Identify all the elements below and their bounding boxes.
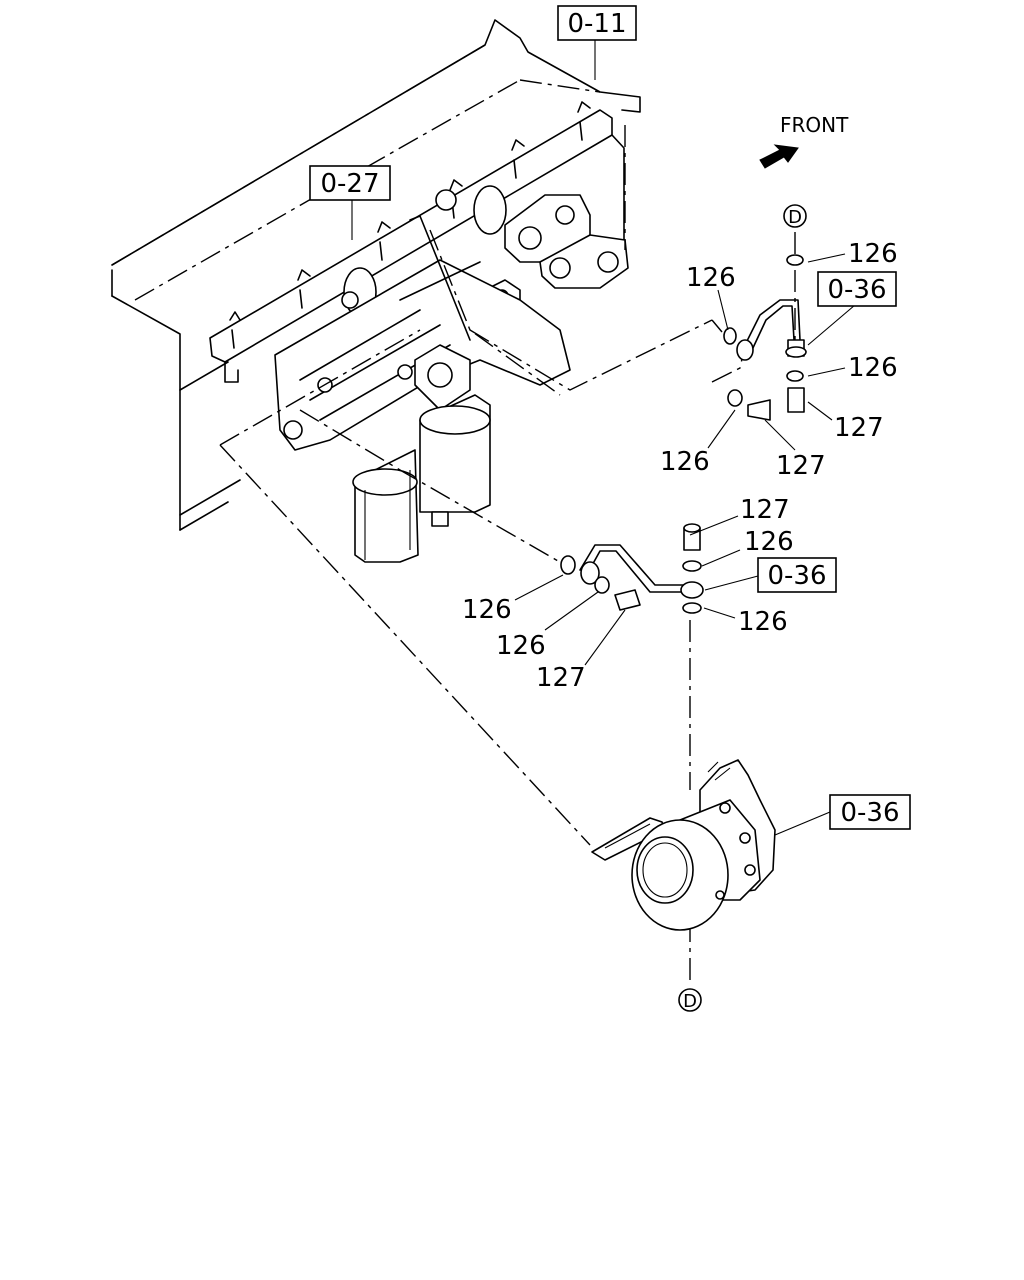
ref-box-0-36-middle: 0-36 [757,557,837,593]
ref-box-0-36-upper-label: 0-36 [827,275,886,305]
front-label: FRONT [780,113,849,137]
connector-d-upper [783,204,807,228]
oil-filter-housing [274,215,571,563]
part-label-126: 126 [686,263,736,293]
part-label-126: 126 [738,607,788,637]
ref-box-0-36-lower: 0-36 [829,794,911,830]
leader-lines [111,44,796,985]
manifold-flanges [484,194,629,313]
ref-box-0-11: 0-11 [557,5,637,41]
connector-d-lower [678,988,702,1012]
engine-block [111,19,641,531]
part-label-126: 126 [744,527,794,557]
part-label-127: 127 [834,413,884,443]
ref-box-0-36-lower-label: 0-36 [840,798,899,828]
label-leaders [351,40,856,836]
part-label-126: 126 [462,595,512,625]
part-label-126: 126 [848,239,898,269]
connector-d-upper-label: D [788,207,802,228]
part-label-127: 127 [740,495,790,525]
turbocharger [591,759,776,931]
ref-box-0-36-upper: 0-36 [817,271,897,307]
ref-box-0-27: 0-27 [309,165,391,201]
front-arrow [759,144,799,169]
ref-box-0-27-label: 0-27 [320,169,379,199]
part-label-127: 127 [776,451,826,481]
part-label-126: 126 [496,631,546,661]
part-label-126: 126 [848,353,898,383]
lower-oil-pipe [560,523,704,614]
connector-d-lower-label: D [683,991,697,1012]
part-label-127: 127 [536,663,586,693]
part-label-126: 126 [660,447,710,477]
ref-box-0-11-label: 0-11 [567,9,626,39]
upper-oil-pipe [723,254,807,421]
ref-box-0-36-middle-label: 0-36 [767,561,826,591]
